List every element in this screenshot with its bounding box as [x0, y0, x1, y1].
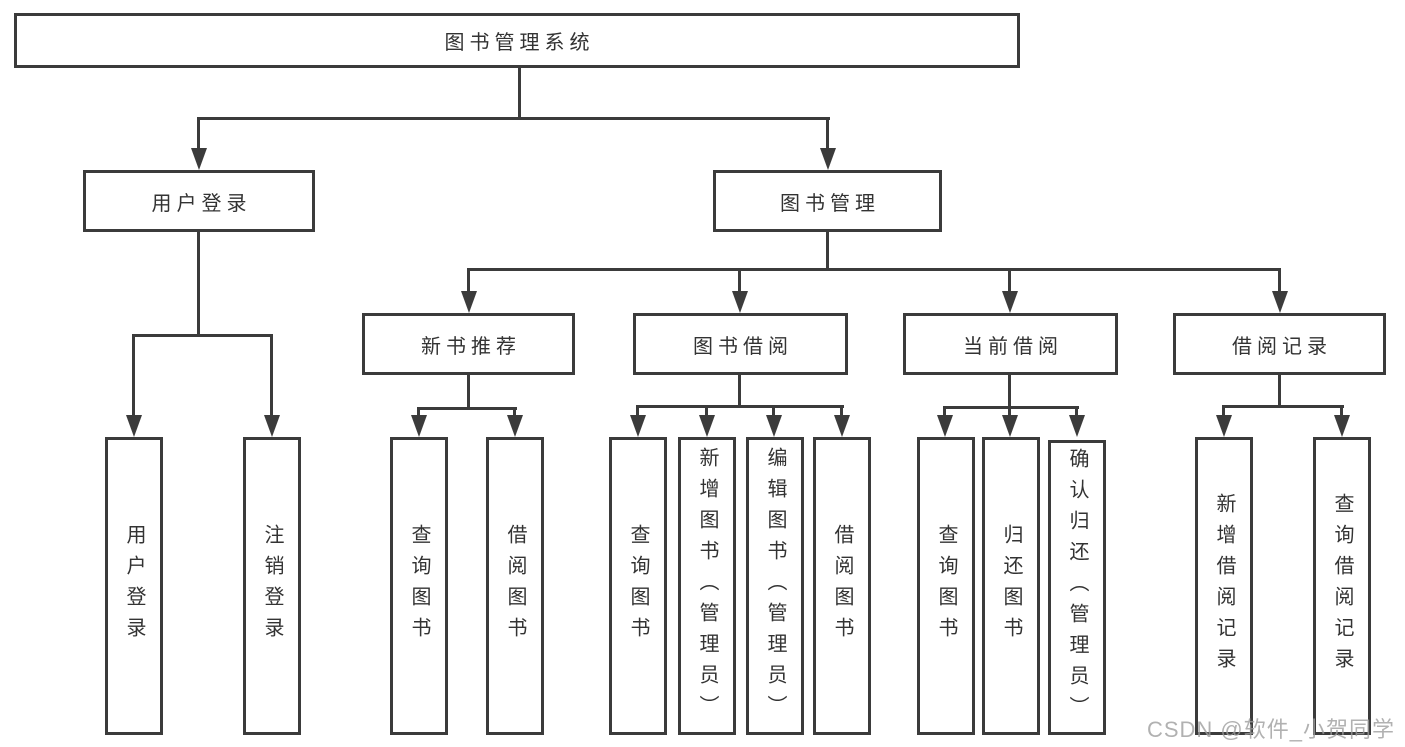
connector-line	[417, 407, 517, 410]
node-query-books-recommend-label: 查询图书	[408, 524, 430, 648]
connector-line	[197, 117, 200, 151]
arrowhead-down-icon	[732, 291, 748, 313]
connector-line	[197, 232, 200, 334]
connector-line	[1278, 375, 1281, 405]
connector-line	[1008, 375, 1011, 406]
connector-line	[132, 334, 135, 418]
node-user-login-label: 用户登录	[151, 192, 252, 215]
arrowhead-down-icon	[1069, 415, 1085, 437]
node-borrow-books-recommend-label: 借阅图书	[504, 524, 526, 648]
connector-line	[738, 268, 741, 294]
connector-line	[1340, 405, 1343, 418]
node-query-borrow-record-label: 查询借阅记录	[1331, 493, 1353, 679]
connector-line	[518, 68, 521, 118]
node-borrow-records: 借阅记录	[1173, 313, 1386, 375]
node-current-borrowing: 当前借阅	[903, 313, 1118, 375]
node-confirm-return-admin-label: 确认归还（管理员）	[1066, 448, 1088, 727]
connector-line	[417, 407, 420, 418]
connector-line	[772, 405, 775, 418]
arrowhead-down-icon	[507, 415, 523, 437]
node-borrow-records-label: 借阅记录	[1232, 335, 1332, 358]
arrowhead-down-icon	[766, 415, 782, 437]
connector-line	[943, 406, 1079, 409]
node-logout: 注销登录	[243, 437, 301, 735]
arrowhead-down-icon	[630, 415, 646, 437]
connector-line	[1008, 406, 1011, 418]
arrowhead-down-icon	[411, 415, 427, 437]
connector-line	[467, 268, 470, 294]
node-borrow-books-recommend: 借阅图书	[486, 437, 544, 735]
node-confirm-return-admin: 确认归还（管理员）	[1048, 440, 1106, 735]
node-library-system-label: 图书管理系统	[444, 32, 595, 54]
connector-line	[636, 405, 844, 408]
arrowhead-down-icon	[1216, 415, 1232, 437]
node-return-book-label: 归还图书	[1000, 524, 1022, 648]
node-book-borrowing-label: 图书借阅	[693, 335, 793, 358]
arrowhead-down-icon	[264, 415, 280, 437]
node-query-books-borrowing-label: 查询图书	[627, 524, 649, 648]
connector-line	[636, 405, 639, 418]
arrowhead-down-icon	[834, 415, 850, 437]
connector-line	[270, 334, 273, 418]
node-query-books-borrowing: 查询图书	[609, 437, 667, 735]
connector-line	[1222, 405, 1225, 418]
node-book-management: 图书管理	[713, 170, 942, 232]
node-borrow-books-borrowing-label: 借阅图书	[831, 524, 853, 648]
node-library-system: 图书管理系统	[14, 13, 1020, 68]
connector-line	[738, 375, 741, 405]
connector-line	[1075, 406, 1078, 418]
arrowhead-down-icon	[1002, 291, 1018, 313]
arrowhead-down-icon	[1002, 415, 1018, 437]
connector-line	[826, 117, 829, 151]
connector-line	[132, 334, 273, 337]
node-add-book-admin-label: 新增图书（管理员）	[696, 446, 718, 726]
node-add-borrow-record: 新增借阅记录	[1195, 437, 1253, 735]
connector-line	[513, 407, 516, 418]
node-new-book-recommend: 新书推荐	[362, 313, 575, 375]
arrowhead-down-icon	[191, 148, 207, 170]
connector-line	[705, 405, 708, 418]
node-query-books-recommend: 查询图书	[390, 437, 448, 735]
node-edit-book-admin: 编辑图书（管理员）	[746, 437, 804, 735]
node-query-books-current-label: 查询图书	[935, 524, 957, 648]
node-user-login: 用户登录	[83, 170, 315, 232]
node-logout-label: 注销登录	[261, 524, 283, 648]
connector-line	[197, 117, 830, 120]
connector-line	[467, 268, 1281, 271]
connector-line	[1008, 268, 1011, 294]
node-new-book-recommend-label: 新书推荐	[421, 335, 521, 358]
node-return-book: 归还图书	[982, 437, 1040, 735]
node-borrow-books-borrowing: 借阅图书	[813, 437, 871, 735]
node-user-login-leaf-label: 用户登录	[123, 524, 145, 648]
node-add-borrow-record-label: 新增借阅记录	[1213, 493, 1235, 679]
arrowhead-down-icon	[937, 415, 953, 437]
arrowhead-down-icon	[1272, 291, 1288, 313]
arrowhead-down-icon	[461, 291, 477, 313]
node-edit-book-admin-label: 编辑图书（管理员）	[764, 446, 786, 726]
connector-line	[1278, 268, 1281, 294]
connector-line	[1222, 405, 1344, 408]
connector-line	[467, 375, 470, 407]
node-user-login-leaf: 用户登录	[105, 437, 163, 735]
arrowhead-down-icon	[126, 415, 142, 437]
arrowhead-down-icon	[820, 148, 836, 170]
node-query-borrow-record: 查询借阅记录	[1313, 437, 1371, 735]
node-add-book-admin: 新增图书（管理员）	[678, 437, 736, 735]
connector-line	[943, 406, 946, 418]
arrowhead-down-icon	[699, 415, 715, 437]
connector-line	[826, 232, 829, 268]
node-query-books-current: 查询图书	[917, 437, 975, 735]
node-book-borrowing: 图书借阅	[633, 313, 848, 375]
arrowhead-down-icon	[1334, 415, 1350, 437]
watermark-text: CSDN @软件_小贺同学	[1146, 717, 1395, 742]
node-book-management-label: 图书管理	[780, 192, 880, 215]
connector-line	[840, 405, 843, 418]
node-current-borrowing-label: 当前借阅	[963, 335, 1063, 358]
